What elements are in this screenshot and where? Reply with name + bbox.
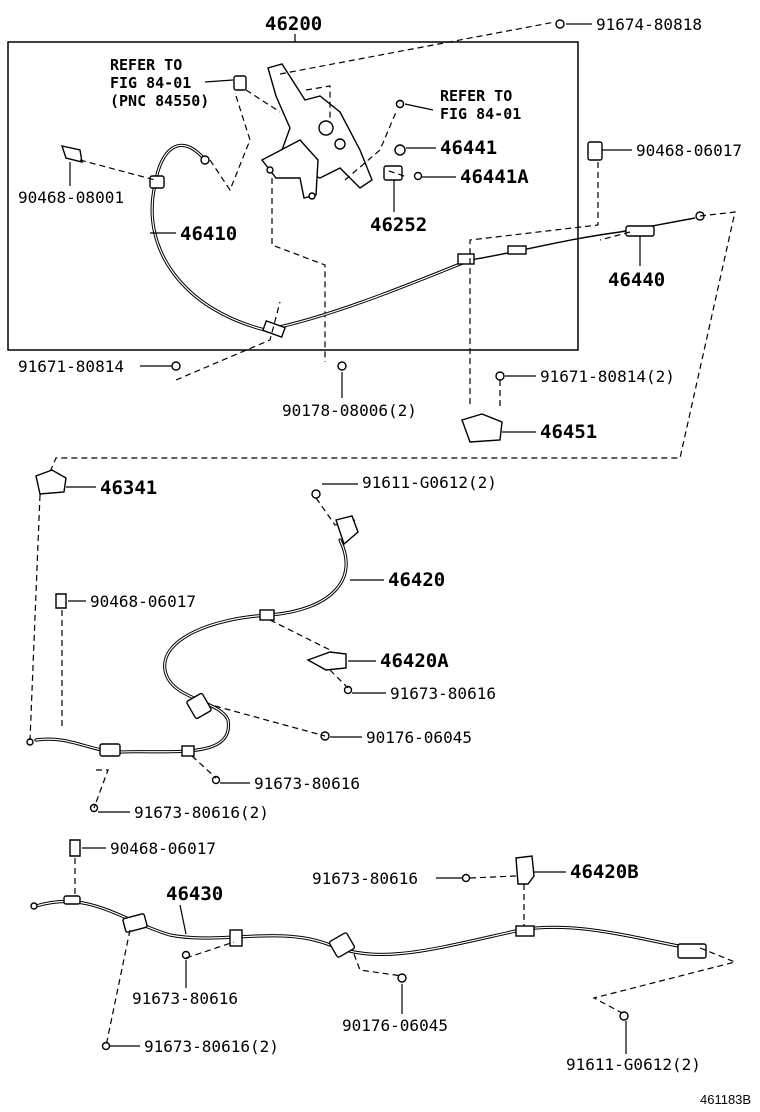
- reference-note-left: REFER TO FIG 84-01 (PNC 84550): [110, 56, 209, 110]
- label-46441A: 46441A: [460, 166, 529, 188]
- label-91673-80616-c: 91673-80616: [312, 869, 418, 888]
- brake-lever-assembly: [233, 63, 423, 200]
- label-46410: 46410: [180, 223, 237, 245]
- bolt-91673-80616-2b: [101, 1041, 111, 1051]
- svg-text:FIG 84-01: FIG 84-01: [440, 105, 521, 123]
- bolt-91671-80814: [171, 361, 181, 371]
- cable-46420: [34, 538, 348, 754]
- figure-code: 461183B: [700, 1092, 751, 1107]
- svg-text:REFER TO: REFER TO: [440, 87, 512, 105]
- svg-text:FIG 84-01: FIG 84-01: [110, 74, 191, 92]
- label-46451: 46451: [540, 421, 597, 443]
- label-91674-80818: 91674-80818: [596, 15, 702, 34]
- label-91673-80616-2b: 91673-80616(2): [144, 1037, 279, 1056]
- bracket-46451: [461, 413, 503, 443]
- label-46252: 46252: [370, 214, 427, 236]
- reference-note-right: REFER TO FIG 84-01: [440, 87, 521, 123]
- label-46441: 46441: [440, 137, 497, 159]
- clip-90468-06017-mid: [55, 593, 67, 609]
- label-90176-06045-a: 90176-06045: [366, 728, 472, 747]
- bracket-46420B: [515, 855, 535, 885]
- label-91611-G0612-a: 91611-G0612(2): [362, 473, 497, 492]
- assembly-label: 46200: [265, 13, 322, 35]
- label-91673-80616-d: 91673-80616: [132, 989, 238, 1008]
- bolt-91673-80616-c: [461, 873, 471, 883]
- label-46440: 46440: [608, 269, 665, 291]
- clip-90468-06017-low: [69, 839, 81, 857]
- label-91673-80616-2a: 91673-80616(2): [134, 803, 269, 822]
- clip-90176-06045-b: [397, 973, 407, 983]
- bolt-91673-80616-d: [181, 950, 191, 960]
- label-46430: 46430: [166, 883, 223, 905]
- label-91671-80814-2: 91671-80814(2): [540, 367, 675, 386]
- label-46341: 46341: [100, 477, 157, 499]
- label-91671-80814: 91671-80814: [18, 357, 124, 376]
- label-91673-80616-b: 91673-80616: [254, 774, 360, 793]
- assembly-46200-box: [7, 41, 579, 351]
- clip-90468-08001: [60, 145, 83, 163]
- bracket-46341: [35, 469, 67, 495]
- bolt-91673-80616-a: [343, 685, 353, 695]
- label-46420A: 46420A: [380, 650, 449, 672]
- nut-90178-08006: [337, 361, 347, 371]
- bracket-46420A: [306, 651, 347, 671]
- label-46420: 46420: [388, 569, 445, 591]
- bolt-91674-80818: [555, 19, 565, 29]
- bolt-91611-G0612-b: [619, 1011, 629, 1021]
- bolt-91673-80616-b: [211, 775, 221, 785]
- svg-text:(PNC 84550): (PNC 84550): [110, 92, 209, 110]
- bolt-91611-G0612-a: [311, 489, 321, 499]
- clip-90468-06017-top: [587, 141, 603, 161]
- label-90468-08001: 90468-08001: [18, 188, 124, 207]
- label-90468-06017-top: 90468-06017: [636, 141, 742, 160]
- label-90468-06017-low: 90468-06017: [110, 839, 216, 858]
- label-90468-06017-mid: 90468-06017: [90, 592, 196, 611]
- label-91611-G0612-b: 91611-G0612(2): [566, 1055, 701, 1074]
- bolt-91671-80814-2: [495, 371, 505, 381]
- label-46420B: 46420B: [570, 861, 639, 883]
- svg-text:REFER TO: REFER TO: [110, 56, 182, 74]
- label-90178-08006: 90178-08006(2): [282, 401, 417, 420]
- label-91673-80616-a: 91673-80616: [390, 684, 496, 703]
- label-90176-06045-b: 90176-06045: [342, 1016, 448, 1035]
